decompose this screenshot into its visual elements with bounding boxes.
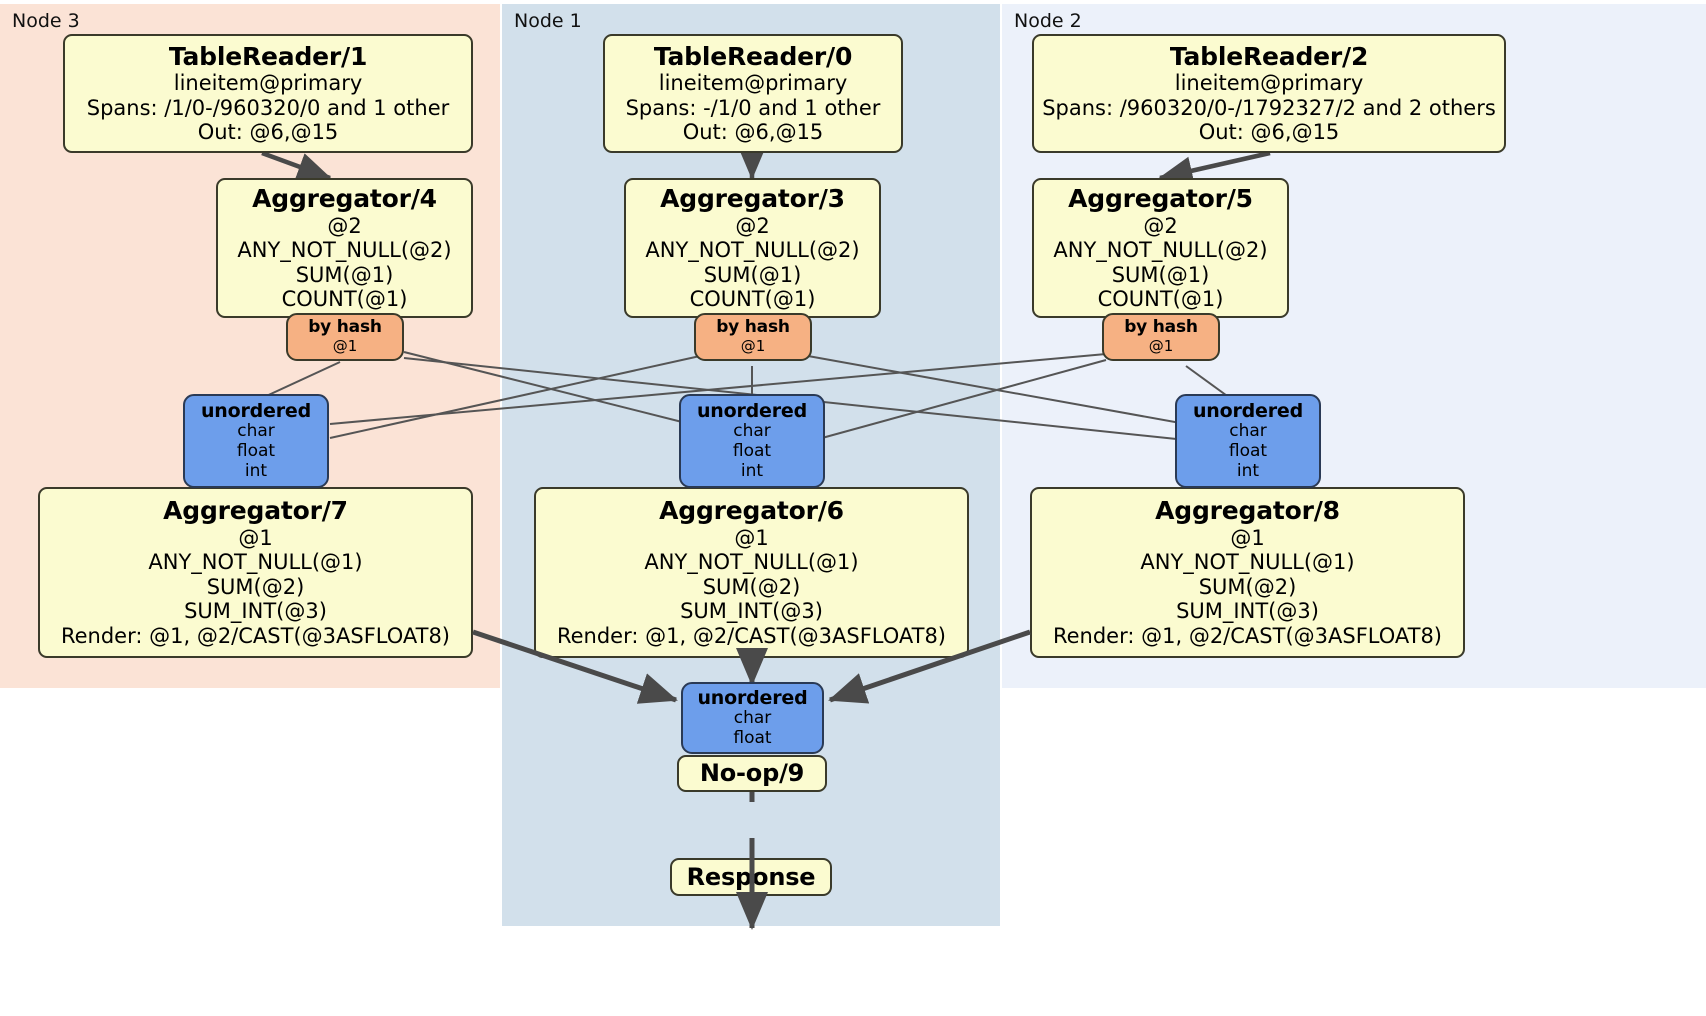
receiver-line: float <box>1228 441 1268 462</box>
node-title: Aggregator/6 <box>659 496 844 526</box>
node-line: ANY_NOT_NULL(@1) <box>1140 550 1355 575</box>
receiver-line: char <box>1229 421 1267 442</box>
node-line: Render: @1, @2/CAST(@3ASFLOAT8) <box>60 623 451 648</box>
node-line: SUM_INT(@3) <box>680 599 823 624</box>
receiver-title: unordered <box>200 400 312 423</box>
node-aggregator7[interactable]: Aggregator/7 @1 ANY_NOT_NULL(@1) SUM(@2)… <box>38 487 473 658</box>
node-line: @2 <box>1143 213 1178 238</box>
node-line: COUNT(@1) <box>689 287 816 312</box>
node-line: @1 <box>1230 525 1265 550</box>
node-line: ANY_NOT_NULL(@2) <box>1053 238 1268 263</box>
node-title: No-op/9 <box>699 759 805 788</box>
node-tablereader0[interactable]: TableReader/0 lineitem@primary Spans: -/… <box>603 34 903 153</box>
node-line: SUM_INT(@3) <box>184 599 327 624</box>
node-line: ANY_NOT_NULL(@2) <box>645 238 860 263</box>
node-title: TableReader/1 <box>168 42 368 72</box>
receiver-line: char <box>237 421 275 442</box>
node-line: SUM(@1) <box>703 262 802 287</box>
router-by-hash-mid[interactable]: by hash @1 <box>694 313 812 361</box>
node-response[interactable]: Response <box>670 858 832 896</box>
node-line: @1 <box>238 525 273 550</box>
receiver-line: char <box>733 708 772 729</box>
router-title: by hash <box>1124 317 1198 338</box>
node-line: Out: @6,@15 <box>197 120 339 145</box>
node-tablereader2[interactable]: TableReader/2 lineitem@primary Spans: /9… <box>1032 34 1506 153</box>
receiver-line: float <box>236 441 276 462</box>
router-line: @1 <box>332 337 358 356</box>
receiver-line: int <box>1236 461 1260 482</box>
node-line: Spans: /960320/0-/1792327/2 and 2 others <box>1042 95 1496 120</box>
node-line: Render: @1, @2/CAST(@3ASFLOAT8) <box>1052 623 1443 648</box>
node-aggregator5[interactable]: Aggregator/5 @2 ANY_NOT_NULL(@2) SUM(@1)… <box>1032 178 1289 318</box>
router-title: by hash <box>308 317 382 338</box>
node-line: @2 <box>327 213 362 238</box>
node-line: Spans: /1/0-/960320/0 and 1 other <box>86 95 450 120</box>
receiver-unordered-left[interactable]: unordered char float int <box>183 394 329 488</box>
node-tablereader1[interactable]: TableReader/1 lineitem@primary Spans: /1… <box>63 34 473 153</box>
node-line: COUNT(@1) <box>1097 287 1224 312</box>
node-line: SUM(@2) <box>206 574 305 599</box>
node-line: SUM(@1) <box>1111 262 1210 287</box>
node-title: Aggregator/3 <box>660 184 845 214</box>
node-line: @2 <box>735 213 770 238</box>
receiver-line: float <box>733 728 772 749</box>
node-line: Render: @1, @2/CAST(@3ASFLOAT8) <box>556 623 947 648</box>
node-line: ANY_NOT_NULL(@1) <box>148 550 363 575</box>
node-line: COUNT(@1) <box>281 287 408 312</box>
receiver-line: int <box>244 461 268 482</box>
node-line: Spans: -/1/0 and 1 other <box>625 95 881 120</box>
node-line: Out: @6,@15 <box>682 120 824 145</box>
receiver-line: int <box>740 461 764 482</box>
node-aggregator3[interactable]: Aggregator/3 @2 ANY_NOT_NULL(@2) SUM(@1)… <box>624 178 881 318</box>
receiver-line: char <box>733 421 771 442</box>
router-by-hash-left[interactable]: by hash @1 <box>286 313 404 361</box>
receiver-unordered-final[interactable]: unordered char float <box>681 682 824 754</box>
node-line: SUM(@2) <box>1198 574 1297 599</box>
node-title: Aggregator/5 <box>1068 184 1253 214</box>
node-line: lineitem@primary <box>658 71 848 96</box>
router-line: @1 <box>740 337 766 356</box>
receiver-unordered-right[interactable]: unordered char float int <box>1175 394 1321 488</box>
node-line: Out: @6,@15 <box>1198 120 1340 145</box>
node-title: Aggregator/8 <box>1155 496 1340 526</box>
node-title: Aggregator/4 <box>252 184 437 214</box>
node-aggregator6[interactable]: Aggregator/6 @1 ANY_NOT_NULL(@1) SUM(@2)… <box>534 487 969 658</box>
router-title: by hash <box>716 317 790 338</box>
node-aggregator4[interactable]: Aggregator/4 @2 ANY_NOT_NULL(@2) SUM(@1)… <box>216 178 473 318</box>
node-noop9[interactable]: No-op/9 <box>677 755 827 792</box>
node-title: TableReader/2 <box>1169 42 1369 72</box>
router-line: @1 <box>1148 337 1174 356</box>
node-title: Aggregator/7 <box>163 496 348 526</box>
receiver-title: unordered <box>1192 400 1304 423</box>
node-line: SUM(@1) <box>295 262 394 287</box>
receiver-unordered-mid[interactable]: unordered char float int <box>679 394 825 488</box>
node-panel-label-node1: Node 1 <box>514 10 582 32</box>
router-by-hash-right[interactable]: by hash @1 <box>1102 313 1220 361</box>
node-title: Response <box>686 862 816 891</box>
node-panel-label-node3: Node 3 <box>12 10 80 32</box>
node-line: SUM(@2) <box>702 574 801 599</box>
receiver-title: unordered <box>696 400 808 423</box>
receiver-title: unordered <box>697 687 808 710</box>
node-panel-label-node2: Node 2 <box>1014 10 1082 32</box>
node-line: SUM_INT(@3) <box>1176 599 1319 624</box>
node-line: @1 <box>734 525 769 550</box>
node-aggregator8[interactable]: Aggregator/8 @1 ANY_NOT_NULL(@1) SUM(@2)… <box>1030 487 1465 658</box>
receiver-line: float <box>732 441 772 462</box>
node-title: TableReader/0 <box>653 42 853 72</box>
node-line: lineitem@primary <box>1174 71 1364 96</box>
node-line: ANY_NOT_NULL(@1) <box>644 550 859 575</box>
node-line: lineitem@primary <box>173 71 363 96</box>
node-line: ANY_NOT_NULL(@2) <box>237 238 452 263</box>
